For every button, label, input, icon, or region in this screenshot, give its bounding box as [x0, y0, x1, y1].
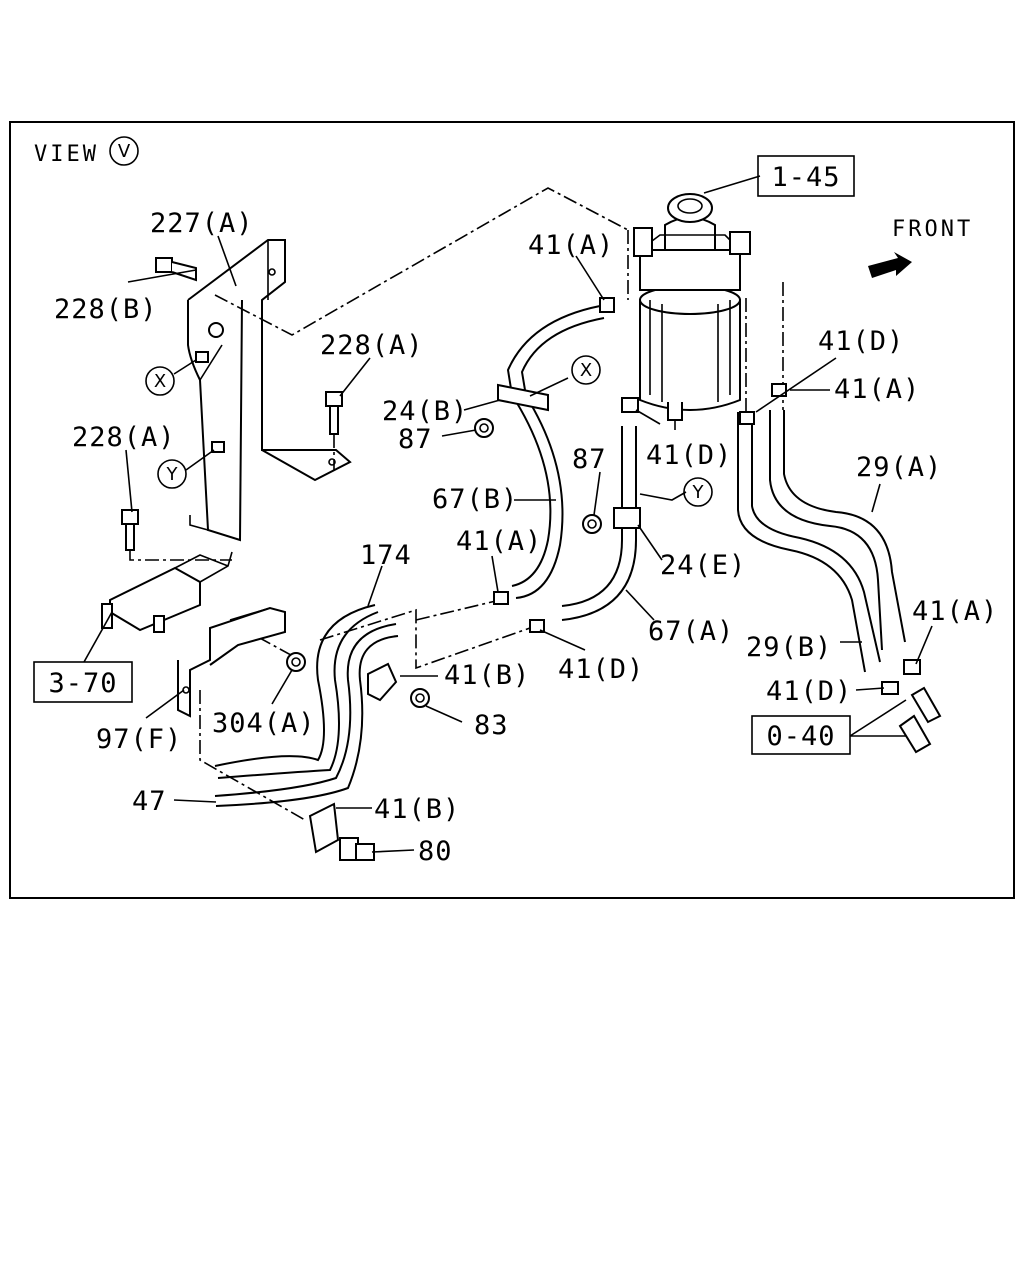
clamp-41a-right [771, 383, 787, 397]
bolt-80 [339, 837, 375, 861]
svg-text:Y: Y [166, 464, 179, 485]
callout-y-left: Y [157, 459, 187, 489]
bolt-228a-left [121, 509, 139, 551]
label-87-mid: 87 [572, 444, 607, 475]
nut-83 [410, 688, 430, 708]
bracket-227a [187, 239, 352, 542]
label-41d-top: 41(D) [818, 326, 904, 357]
label-41b-low: 41(B) [374, 794, 460, 825]
label-41a-top: 41(A) [528, 230, 614, 261]
svg-text:V: V [118, 141, 131, 162]
label-227a: 227(A) [150, 208, 254, 239]
svg-text:X: X [154, 371, 166, 392]
label-304a: 304(A) [212, 708, 316, 739]
label-41b-mid: 41(B) [444, 660, 530, 691]
svg-text:0-40: 0-40 [766, 721, 835, 752]
hose-29b [737, 412, 881, 673]
label-97f: 97(F) [96, 724, 182, 755]
clip-41b-low [308, 802, 340, 854]
hose-174 [214, 604, 379, 779]
clamp-41a-top [599, 297, 615, 313]
label-67a: 67(A) [648, 616, 734, 647]
clamp-41d-right [739, 411, 755, 425]
hose-29a [769, 410, 906, 651]
callout-x-right: X [571, 355, 601, 385]
svg-text:3-70: 3-70 [48, 668, 117, 699]
label-24b: 24(B) [382, 396, 468, 427]
label-83: 83 [474, 710, 509, 741]
hose-67a [561, 426, 637, 621]
bracket-97f [177, 606, 286, 718]
label-41d-low: 41(D) [558, 654, 644, 685]
ref-box-filter[interactable]: 1-45 [757, 155, 855, 197]
clamp-41d-bottom [881, 681, 899, 695]
clip-41b-mid [367, 662, 398, 702]
stud-x [195, 351, 209, 363]
ref-box-hoses[interactable]: 0-40 [751, 715, 851, 755]
svg-text:1-45: 1-45 [771, 162, 840, 193]
view-label: VIEW [34, 142, 99, 167]
label-24e: 24(E) [660, 550, 746, 581]
leader-lines [83, 235, 933, 853]
bracket-3-70 [101, 551, 233, 633]
clamp-41a-mid [493, 591, 509, 605]
stud-y [211, 441, 225, 453]
view-mark: V [109, 136, 139, 166]
clamp-41d-mid [529, 619, 545, 633]
ref-box-bracket[interactable]: 3-70 [33, 661, 133, 703]
callout-x-left: X [145, 366, 175, 396]
label-41a-right: 41(A) [834, 374, 920, 405]
label-41a-mid: 41(A) [456, 526, 542, 557]
hose-0-40 [898, 686, 942, 754]
label-80: 80 [418, 836, 453, 867]
label-47: 47 [132, 786, 167, 817]
clamp-41d-top [621, 397, 639, 413]
label-41d-bottom: 41(D) [766, 676, 852, 707]
label-67b: 67(B) [432, 484, 518, 515]
label-29b: 29(B) [746, 632, 832, 663]
label-228a-left: 228(A) [72, 422, 176, 453]
nut-304a [286, 652, 306, 672]
front-arrow-icon [868, 252, 912, 278]
label-41a-far: 41(A) [912, 596, 998, 627]
label-41d-mid: 41(D) [646, 440, 732, 471]
label-228a-top: 228(A) [320, 330, 424, 361]
svg-text:X: X [580, 360, 592, 381]
label-87-left: 87 [398, 424, 433, 455]
label-29a: 29(A) [856, 452, 942, 483]
label-174: 174 [360, 540, 412, 571]
hose-47 [214, 623, 399, 807]
clip-24e [613, 507, 641, 529]
bolt-228a-top [325, 391, 343, 435]
nut-87-mid [582, 514, 602, 534]
diagram-frame [9, 121, 1015, 899]
clip-24b [497, 383, 549, 412]
nut-bracket [208, 322, 224, 338]
svg-text:Y: Y [692, 482, 705, 503]
nut-87-left [474, 418, 494, 438]
callout-y-right: Y [683, 477, 713, 507]
front-label: FRONT [892, 217, 973, 242]
hose-67b [506, 305, 605, 599]
fuel-filter [633, 175, 761, 430]
label-228b: 228(B) [54, 294, 158, 325]
bolt-228b [155, 257, 197, 282]
